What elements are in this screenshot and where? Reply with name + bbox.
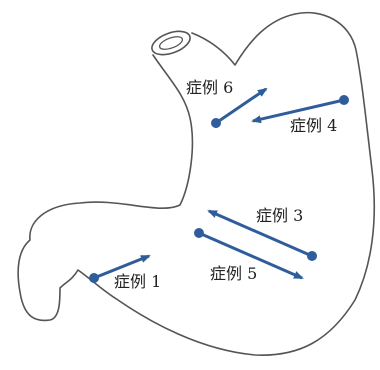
case3-label: 症例 3 <box>256 208 303 224</box>
case6-label: 症例 6 <box>186 80 233 96</box>
esophagus-opening <box>149 27 193 59</box>
stomach-outline <box>18 13 374 356</box>
case1-label: 症例 1 <box>114 274 161 290</box>
case4-label: 症例 4 <box>290 118 337 134</box>
case5-label: 症例 5 <box>210 266 257 282</box>
